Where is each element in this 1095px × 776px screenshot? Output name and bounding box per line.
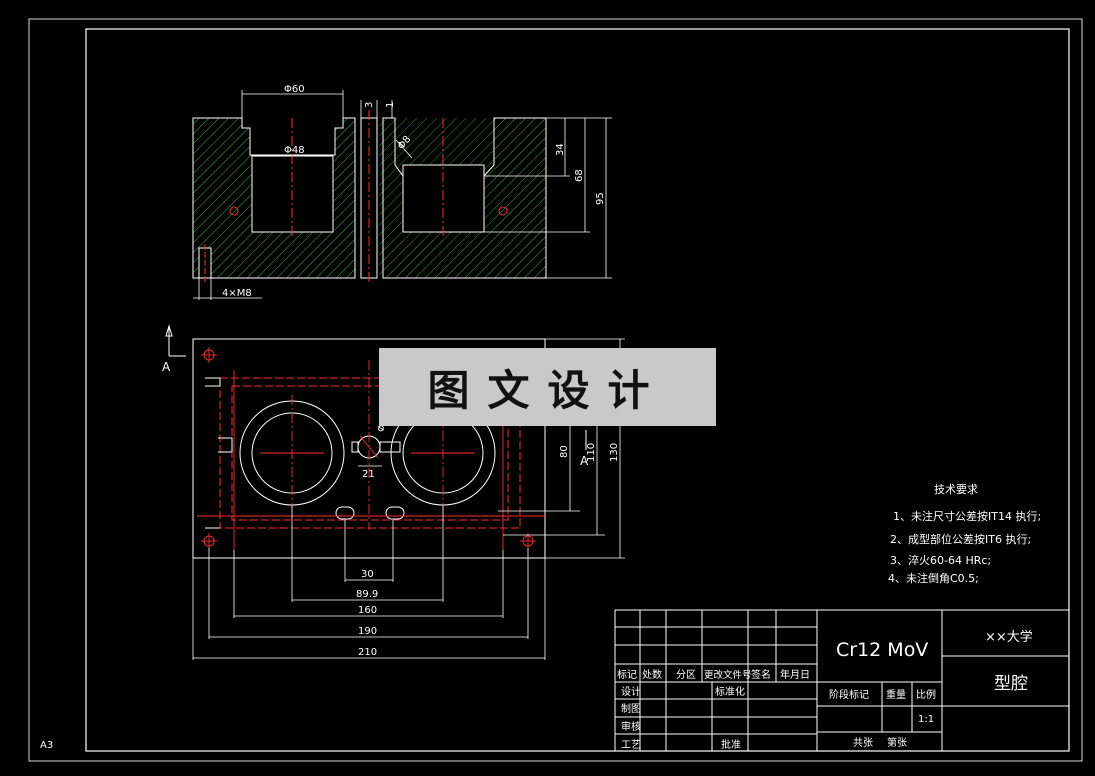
header-cell: 标记 (617, 669, 637, 681)
dim-210: 210 (358, 647, 377, 658)
dim-89-9: 89.9 (356, 589, 378, 600)
tech-item: 1、未注尺寸公差按IT14 执行; (893, 509, 1041, 523)
dim-30: 30 (361, 569, 374, 580)
front-section-view: Φ60 Φ48 3 1 Φ8 34 68 95 4×M8 (192, 84, 612, 300)
school-name: ××大学 (985, 629, 1033, 645)
role-cell: 审核 (621, 720, 641, 733)
scale-label-cell: 比例 (916, 688, 936, 701)
header-cell: 分区 (676, 669, 696, 681)
plan-outline (192, 338, 546, 559)
sheets-total-cell: 共张 (853, 737, 873, 749)
watermark-text: 图文设计 (427, 365, 668, 415)
header-cell: 年月日 (780, 668, 810, 681)
outer-frame (28, 18, 1083, 762)
inner-frame (85, 28, 1070, 752)
dim-110: 110 (586, 443, 597, 462)
dim-190: 190 (358, 626, 377, 637)
dim-thread: 4×M8 (222, 288, 252, 299)
material: Cr12 MoV (836, 639, 928, 661)
role-cell: 设计 (621, 685, 641, 698)
section-mark-a-right: A (580, 454, 589, 468)
sheet-size-label: A3 (40, 740, 53, 751)
dim-21: 21 (362, 469, 375, 480)
dim-95: 95 (595, 192, 606, 205)
dim-68: 68 (574, 169, 585, 182)
dim-34: 34 (555, 143, 566, 156)
sheet-no-cell: 第张 (887, 736, 907, 749)
part-name: 型腔 (994, 674, 1028, 694)
dim-130: 130 (609, 443, 620, 462)
standardize-cell: 标准化 (715, 685, 745, 698)
dim-d48: Φ48 (284, 145, 305, 156)
stage-mark-cell: 阶段标记 (829, 688, 869, 701)
dim-80: 80 (559, 445, 570, 458)
role-cell: 制图 (621, 702, 641, 715)
tech-item: 3、淬火60-64 HRc; (890, 553, 991, 567)
dim-160: 160 (358, 605, 377, 616)
title-block (614, 609, 1070, 752)
role-cell: 工艺 (621, 739, 641, 751)
tech-item: 2、成型部位公差按IT6 执行; (890, 532, 1031, 546)
section-mark-a-left: A (162, 360, 171, 374)
header-cell: 签名 (751, 668, 771, 681)
dim-1: 1 (385, 102, 396, 108)
weight-cell: 重量 (886, 688, 906, 701)
header-cell: 处数 (642, 668, 662, 681)
dim-3: 3 (364, 102, 375, 108)
scale-value-cell: 1:1 (918, 714, 934, 725)
approve-cell: 批准 (721, 738, 741, 751)
tech-requirements: 技术要求 1、未注尺寸公差按IT14 执行; 2、成型部位公差按IT6 执行; … (888, 483, 1041, 585)
dim-d60: Φ60 (284, 84, 305, 95)
header-cell: 更改文件号 (704, 669, 752, 681)
tech-title: 技术要求 (934, 483, 978, 496)
watermark-banner: 图文设计 (379, 348, 716, 426)
tech-item: 4、未注倒角C0.5; (888, 571, 979, 585)
